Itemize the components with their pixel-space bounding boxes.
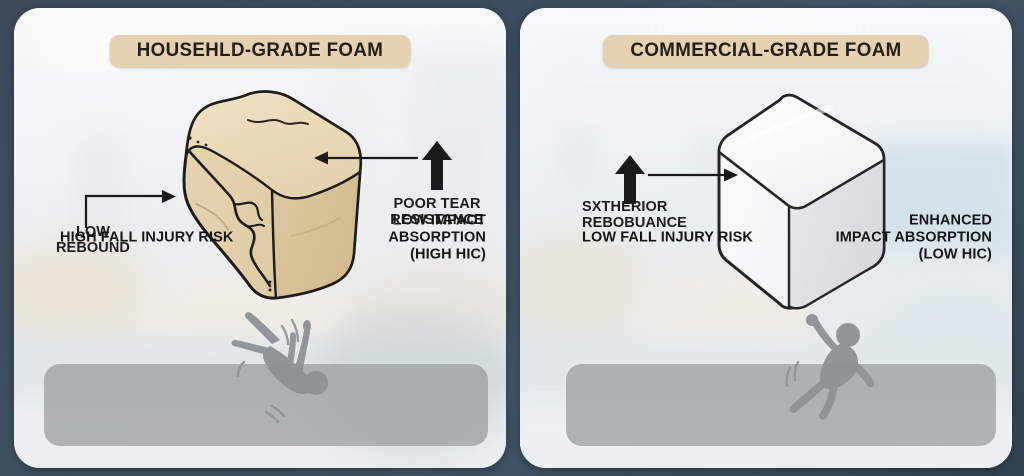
bar-text-enhanced-impact-absorption: ENHANCED IMPACT ABSORPTION (LOW HIC) [836,212,992,263]
bar-left-line-1-commercial: LOW FALL INJURY RISK [582,229,753,246]
bar-right-line-1: LOW IMPACT [392,212,486,229]
callout-low-rebound-line-1: LOW [75,224,111,240]
blue-wall-panel [868,140,1012,260]
panel-commercial-grade-foam: COMMERCIAL-GRADE FOAM [520,8,1012,468]
callout-superior-rebound-line-2: REBOBUANCE [582,215,687,232]
bar-right-line-1-commercial: ENHANCED [909,212,992,229]
ceiling-light-blob-right [670,16,850,38]
bar-right-line-3: (HIGH HIC) [410,246,486,263]
clean-foam-cube [710,88,910,313]
falling-person-silhouette [230,308,340,428]
bar-right-line-2: ABSORPTION [388,229,486,246]
wall-pillar-left-right-panel [566,118,592,188]
bar-text-low-fall-injury-risk: LOW FALL INJURY RISK [582,229,753,246]
panel-title-commercial: COMMERCIAL-GRADE FOAM [602,35,930,68]
landing-person-silhouette [782,300,897,425]
callout-superior-rebound: SXTHERIOR REBOBUANCE [582,199,722,231]
panel-title-commercial-label: COMMERCIAL-GRADE FOAM [630,39,902,61]
bottom-bar-commercial [566,364,996,446]
bar-left-line-1: HIGH FALL INJURY RISK [60,229,234,246]
bar-right-line-3-commercial: (LOW HIC) [918,246,992,263]
callout-poor-tear-resistance: POOR TEAR RESISTANCE [371,196,503,228]
callout-low-rebound-line-2: REBOUND [55,240,130,257]
bar-text-high-fall-injury-risk: HIGH FALL INJURY RISK [60,229,233,246]
foam-pit-blob-left [14,240,154,350]
ceiling-light-blob-2 [202,14,322,34]
bottom-bar-household [44,364,488,446]
callout-poor-tear-line-1: POOR TEAR [393,196,481,212]
panel-title-household-label: HOUSEHLD-GRADE FOAM [136,39,384,61]
wall-pillar-mid-right-panel [698,128,720,188]
wall-panel-right [404,48,506,278]
callout-poor-tear-line-2: RESISTANCE [390,212,484,229]
bar-right-line-2-commercial: IMPACT ABSORPTION [835,229,992,246]
callout-superior-rebound-line-1: SXTHERIOR [582,199,668,215]
foam-pit-blob-right-panel-a [520,226,650,346]
callout-low-rebound: LOW REBOUND [48,224,138,256]
deformed-foam-cube [170,86,370,306]
bar-text-low-impact-absorption: LOW IMPACT ABSORPTION (HIGH HIC) [388,212,486,263]
panel-title-household: HOUSEHLD-GRADE FOAM [109,35,411,68]
panel-household-grade-foam: HOUSEHLD-GRADE FOAM [14,8,506,468]
